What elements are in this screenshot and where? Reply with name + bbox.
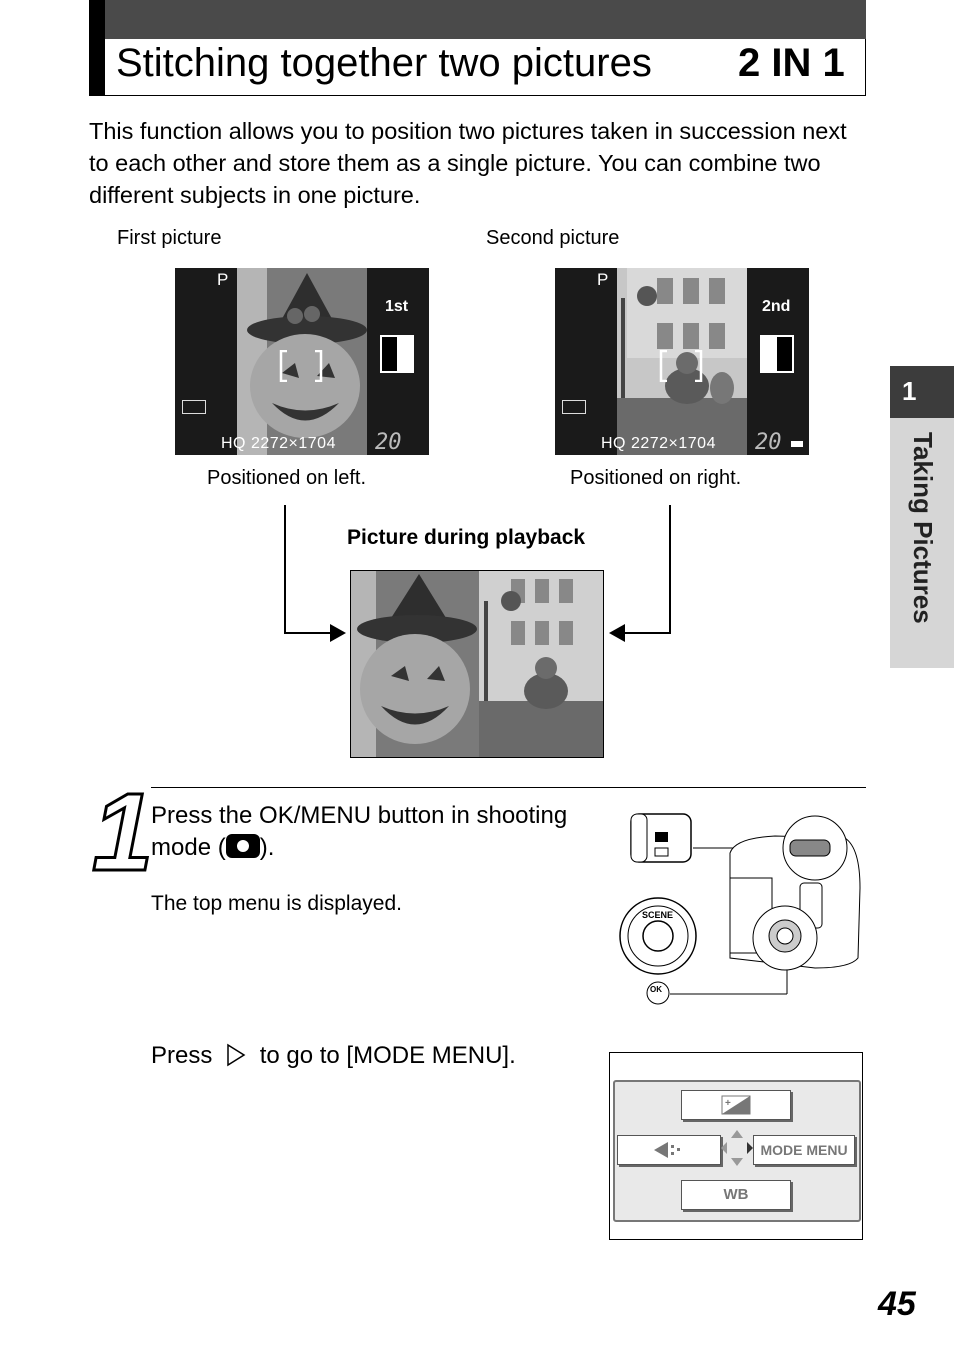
right-position-note: Positioned on right.: [570, 467, 742, 489]
scene-label: SCENE: [642, 910, 673, 920]
step-1-instruction: Press the OK/MENU button in shooting mod…: [151, 800, 611, 864]
camera-controls-diagram: SCENE OK: [619, 813, 861, 1005]
af-frame-icon: [659, 350, 703, 382]
playback-label: Picture during playback: [347, 526, 586, 549]
mode-menu-button[interactable]: MODE MENU: [753, 1135, 855, 1165]
memory-card-icon: [562, 400, 586, 414]
title-accent: [89, 0, 105, 96]
image-quality: HQ 2272×1704: [601, 435, 716, 452]
position-label: 2nd: [762, 298, 791, 315]
statue-photo: [617, 268, 747, 455]
combine-arrows: [284, 505, 671, 642]
left-half-indicator-icon: [380, 335, 414, 373]
position-label: 1st: [385, 298, 409, 315]
page-title: Stitching together two pictures: [116, 41, 652, 85]
top-menu-panel: + MODE MENU WB: [613, 1080, 861, 1222]
chapter-number-tab[interactable]: 1: [890, 366, 954, 418]
chapter-number: 1: [902, 376, 917, 406]
step-divider: [151, 787, 866, 788]
exposure-compensation-button[interactable]: +: [681, 1090, 791, 1120]
stitched-photo: [351, 571, 603, 757]
first-picture-caption: First picture: [117, 227, 222, 249]
quality-icon: [654, 1142, 680, 1158]
pumpkin-photo: [237, 268, 367, 455]
ok-label: OK: [650, 985, 662, 994]
step-number: 1: [90, 771, 154, 894]
combined-playback-image: [350, 570, 604, 758]
chapter-tab[interactable]: [890, 418, 954, 668]
wb-button[interactable]: WB: [681, 1180, 791, 1210]
right-arrow-icon: [227, 1043, 246, 1067]
step-2-text-b: to go to [MODE MENU].: [259, 1042, 516, 1069]
chapter-label: Taking Pictures: [908, 432, 938, 624]
remaining-count: 20: [755, 430, 782, 455]
memory-card-icon: [182, 400, 206, 414]
function-code: 2 IN 1: [738, 41, 845, 85]
image-quality-menu-button[interactable]: [617, 1135, 721, 1165]
shooting-mode-letter: P: [597, 270, 609, 289]
second-picture-caption: Second picture: [486, 227, 620, 249]
title-box: [105, 39, 866, 96]
left-position-note: Positioned on left.: [207, 467, 366, 489]
shooting-mode-letter: P: [217, 270, 229, 289]
step-1-text-a: Press the OK/MENU button in shooting mod…: [151, 802, 568, 861]
intro-paragraph: This function allows you to position two…: [89, 118, 847, 208]
exposure-icon: +: [721, 1095, 751, 1115]
title-bar: [105, 0, 866, 40]
second-picture-screen: P 2nd HQ 2272×1704 20: [555, 268, 809, 455]
page-number: 45: [878, 1285, 916, 1323]
step-2-text-a: Press: [151, 1042, 213, 1069]
right-half-indicator-icon: [760, 335, 794, 373]
arrow-pad-icon: [721, 1130, 753, 1166]
svg-text:+: +: [725, 1098, 731, 1109]
camera-icon: [225, 834, 260, 858]
battery-icon: [791, 441, 803, 447]
step-2-instruction: Press to go to [MODE MENU].: [151, 1040, 516, 1072]
step-1-result: The top menu is displayed.: [151, 892, 402, 915]
remaining-count: 20: [375, 430, 402, 455]
image-quality: HQ 2272×1704: [221, 435, 336, 452]
step-1-text-b: ).: [259, 834, 275, 861]
first-picture-screen: P 1st HQ 2272×1704 20: [175, 268, 429, 455]
af-frame-icon: [279, 350, 323, 382]
